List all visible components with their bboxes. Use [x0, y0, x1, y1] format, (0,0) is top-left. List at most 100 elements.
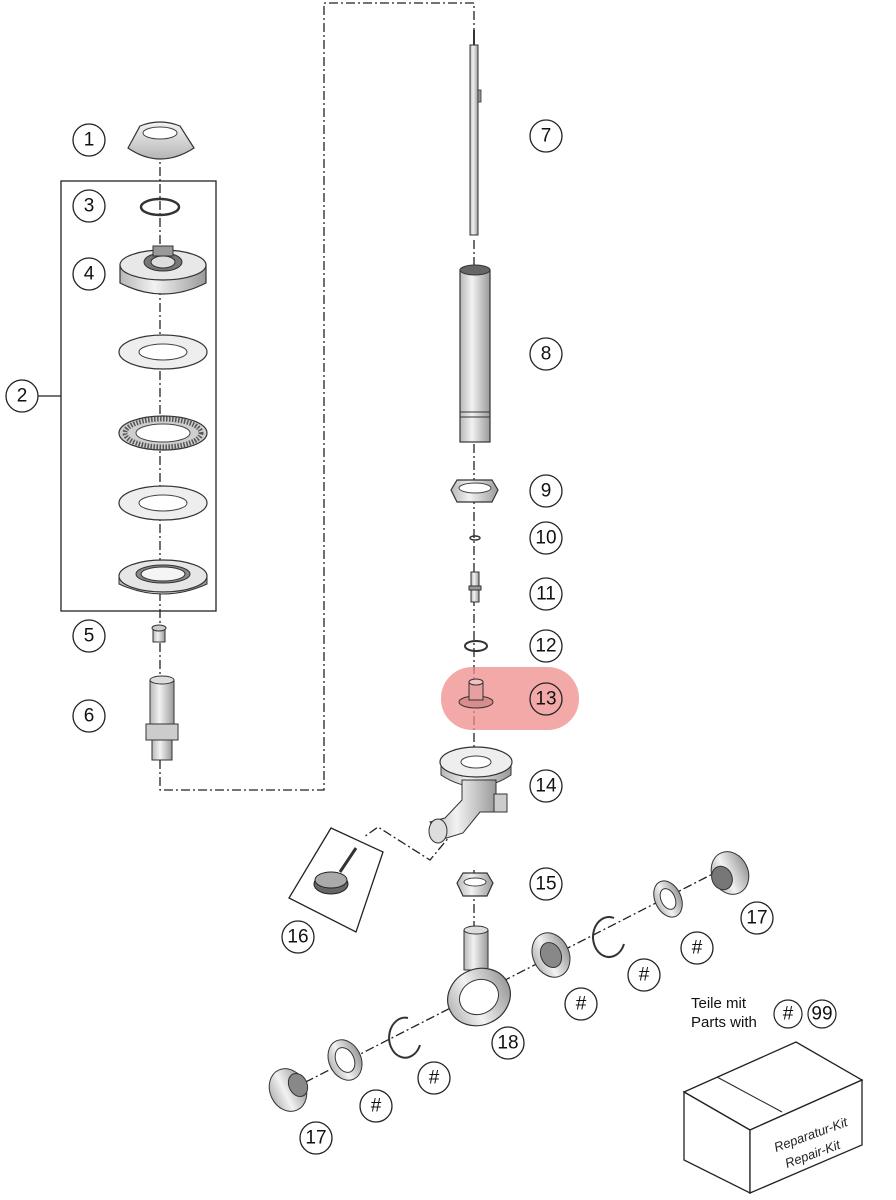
thrust-washer-lower[interactable] [118, 485, 208, 521]
callout-label: 3 [84, 196, 95, 217]
part-18-eye-mount[interactable] [438, 925, 520, 1036]
part-3-o-ring[interactable] [139, 197, 181, 217]
callout-label: 4 [84, 264, 95, 285]
part-2-group-box [38, 180, 217, 612]
callout-label: # [692, 938, 703, 959]
callout-circle [529, 629, 563, 663]
bearing-race[interactable] [118, 559, 208, 595]
legend: Teile mit Parts with # 99 [691, 995, 837, 1031]
callout-circle [72, 619, 106, 653]
legend-line1: Teile mit [691, 995, 747, 1012]
guide-line-to-16 [363, 826, 456, 861]
callout-label: 12 [535, 636, 556, 657]
part-9-lock-nut[interactable] [450, 479, 499, 503]
legend-symbol: # [783, 1004, 794, 1025]
callout-c4[interactable]: 4 [72, 257, 106, 291]
callout-c12[interactable]: 12 [529, 629, 563, 663]
part-6-adjuster-body[interactable] [145, 675, 179, 761]
legend-kit-number: 99 [811, 1004, 832, 1025]
callout-c17a[interactable]: 17 [740, 901, 774, 935]
callout-circle [529, 769, 563, 803]
callout-label: # [639, 965, 650, 986]
callout-label: 14 [535, 776, 557, 797]
callout-label: # [576, 994, 587, 1015]
callout-h3[interactable]: # [564, 987, 598, 1021]
callout-label: 2 [17, 386, 28, 407]
needle-thrust-bearing[interactable] [118, 415, 208, 451]
callout-c7[interactable]: 7 [529, 119, 563, 153]
callout-c16[interactable]: 16 [281, 920, 315, 954]
part-13-seat[interactable] [458, 678, 494, 709]
callout-c10[interactable]: 10 [529, 521, 563, 555]
seal-right[interactable] [648, 876, 688, 921]
part-1-dust-cap[interactable] [127, 121, 195, 160]
callout-circle [72, 189, 106, 223]
callout-c8[interactable]: 8 [529, 337, 563, 371]
part-17-bushing-right[interactable] [704, 845, 755, 900]
callout-circle [5, 379, 39, 413]
callout-h2[interactable]: # [627, 958, 661, 992]
part-16-reservoir-valve[interactable] [288, 827, 384, 933]
seal-left[interactable] [322, 1034, 369, 1086]
callout-h1[interactable]: # [680, 931, 714, 965]
callout-c15[interactable]: 15 [529, 867, 563, 901]
callout-c9[interactable]: 9 [529, 474, 563, 508]
callout-label: 10 [535, 528, 556, 549]
part-14-head-block[interactable] [428, 746, 513, 844]
callout-c2[interactable]: 2 [5, 379, 39, 413]
part-17-bushing-left[interactable] [262, 1062, 313, 1117]
callout-circle [529, 337, 563, 371]
callout-c6[interactable]: 6 [72, 699, 106, 733]
callout-circle [529, 682, 563, 716]
callout-label: 18 [497, 1033, 518, 1054]
circlip-right[interactable] [592, 916, 625, 958]
callout-c11[interactable]: 11 [529, 577, 563, 611]
callout-c17b[interactable]: 17 [299, 1121, 333, 1155]
part-7-piston-rod[interactable] [469, 30, 482, 236]
part-8-inner-tube[interactable] [459, 264, 491, 443]
callout-h5[interactable]: # [359, 1089, 393, 1123]
callout-c18[interactable]: 18 [491, 1026, 525, 1060]
callout-c3[interactable]: 3 [72, 189, 106, 223]
assembly-guide-lines [159, 2, 741, 1091]
callout-circle [529, 119, 563, 153]
callout-label: 17 [746, 908, 767, 929]
part-5-valve-insert[interactable] [151, 624, 167, 643]
callout-label: 16 [287, 927, 308, 948]
callout-label: # [371, 1096, 382, 1117]
callout-circle [72, 257, 106, 291]
part-11-needle[interactable] [468, 571, 482, 603]
callout-label: 17 [305, 1128, 326, 1149]
circlip-left[interactable] [388, 1016, 421, 1059]
callout-label: 5 [84, 626, 95, 647]
callout-circle [529, 474, 563, 508]
callout-label: 8 [541, 344, 552, 365]
callout-circle [491, 1026, 525, 1060]
callout-c5[interactable]: 5 [72, 619, 106, 653]
thrust-washer-upper[interactable] [118, 334, 208, 370]
callout-h4[interactable]: # [417, 1061, 451, 1095]
callout-circle [627, 958, 661, 992]
callout-label: 1 [84, 130, 95, 151]
guide-line-left-to-right [159, 2, 475, 791]
callout-c14[interactable]: 14 [529, 769, 563, 803]
callout-c13[interactable]: 13 [529, 682, 563, 716]
part-12-washer[interactable] [464, 640, 488, 652]
callout-circle [564, 987, 598, 1021]
callout-label: 13 [535, 689, 556, 710]
bearing-right[interactable] [525, 927, 577, 984]
callout-c1[interactable]: 1 [72, 123, 106, 157]
callout-circle [740, 901, 774, 935]
part-15-nut[interactable] [456, 872, 494, 897]
callout-label: 11 [536, 584, 556, 605]
callout-label: # [429, 1068, 440, 1089]
repair-kit-box: Reparatur-Kit Repair-Kit [682, 1041, 864, 1195]
callout-label: 6 [84, 706, 95, 727]
part-10-small-o-ring[interactable] [469, 535, 481, 541]
part-4-seal-housing[interactable] [119, 245, 207, 295]
callout-circle [529, 867, 563, 901]
callout-circle [281, 920, 315, 954]
callout-label: 15 [535, 874, 556, 895]
